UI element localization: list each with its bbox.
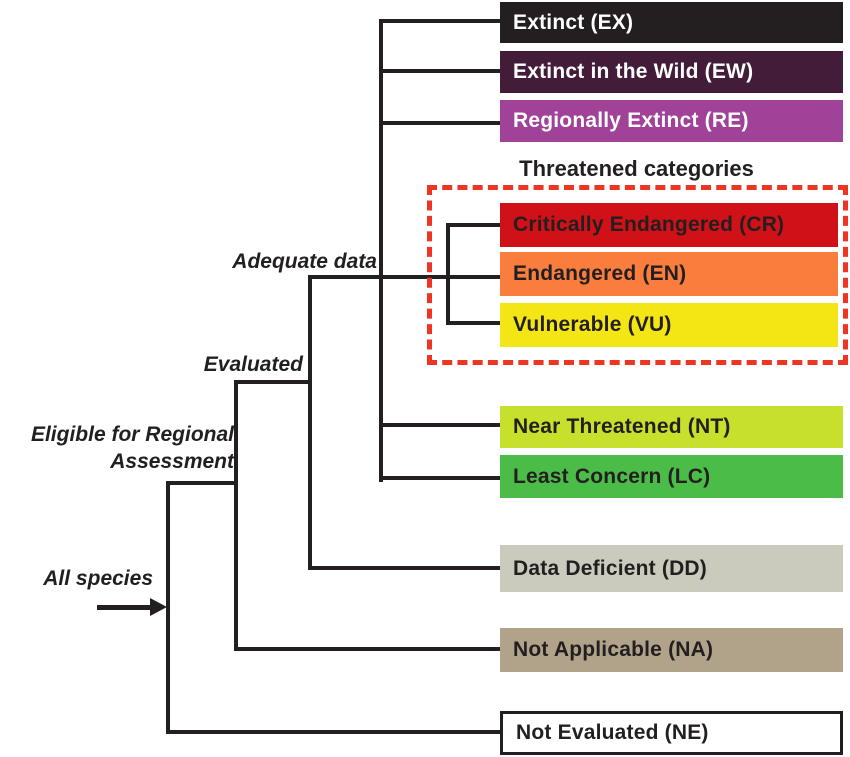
connector-line-adequate-vertical [379,19,383,482]
connector-line-eligible [166,481,238,485]
connector-line-allspecies-vertical [166,481,170,734]
connector-line-vu [446,321,500,325]
all-species-label: All species [43,567,153,590]
connector-line-re [379,121,500,125]
adequate-data-label: Adequate data [232,250,377,273]
connector-line-lc [379,476,500,480]
category-box-vulnerable: Vulnerable (VU) [500,303,838,347]
category-box-not-evaluated: Not Evaluated (NE) [500,711,843,755]
connector-line-cr [446,223,500,227]
connector-line-ne [166,730,500,734]
category-box-extinct-in-wild: Extinct in the Wild (EW) [500,51,843,93]
connector-line-threatened-bracket [446,223,450,325]
connector-line-nt [379,423,500,427]
connector-line-evaluated-vertical [308,275,312,570]
connector-line-adequate-data [308,275,500,279]
threatened-categories-outline [427,185,848,365]
connector-line-evaluated [234,380,312,384]
category-box-regionally-extinct: Regionally Extinct (RE) [500,100,843,142]
category-box-endangered: Endangered (EN) [500,252,838,296]
category-box-data-deficient: Data Deficient (DD) [500,545,843,592]
category-box-not-applicable: Not Applicable (NA) [500,628,843,672]
connector-line-ew [379,69,500,73]
all-species-arrow-shaft [97,605,152,610]
category-box-extinct: Extinct (EX) [500,2,843,43]
connector-line-na [234,647,500,651]
evaluated-label: Evaluated [203,353,303,376]
threatened-categories-title: Threatened categories [519,156,754,181]
connector-line-ex [379,19,500,23]
all-species-arrow-icon [150,598,167,616]
connector-line-dd [308,566,500,570]
category-box-near-threatened: Near Threatened (NT) [500,406,843,448]
category-box-least-concern: Least Concern (LC) [500,455,843,498]
connector-line-eligible-vertical [234,380,238,651]
eligible-regional-assessment-label: Eligible for Regional Assessment [30,423,234,474]
category-box-critically-endangered: Critically Endangered (CR) [500,203,838,247]
